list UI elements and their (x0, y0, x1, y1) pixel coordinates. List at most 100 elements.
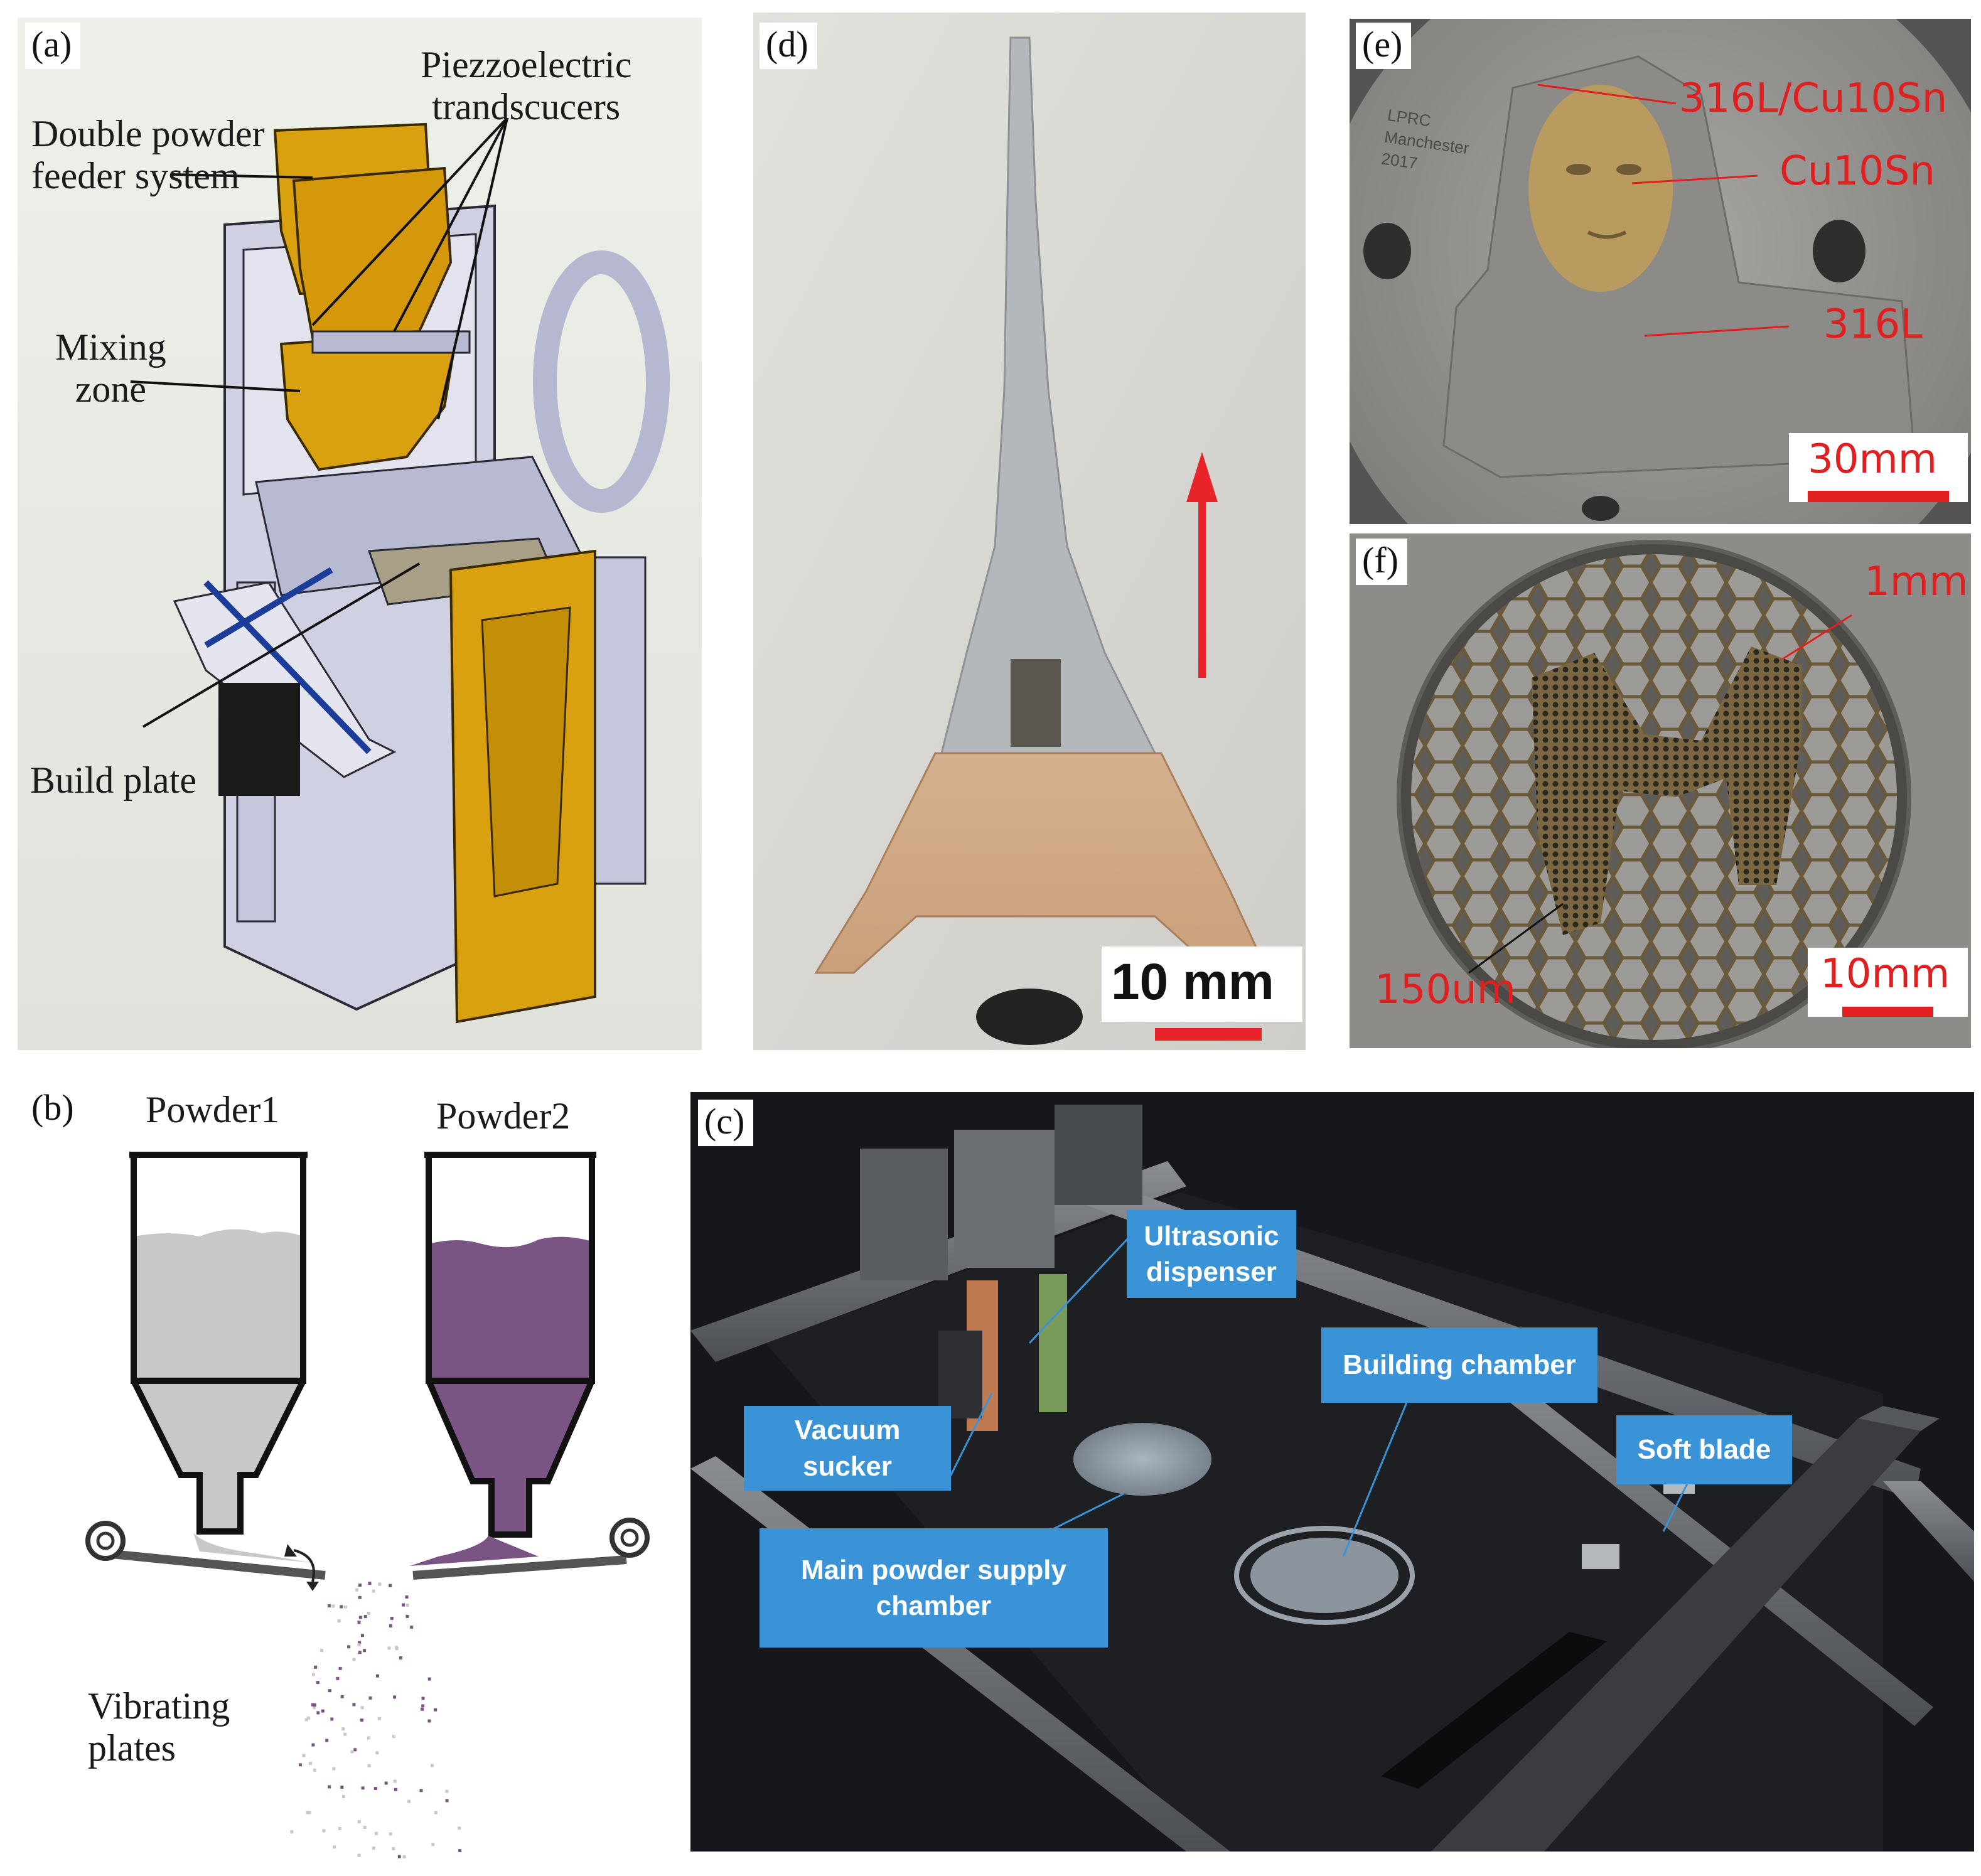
build-plate-label: Build plate (30, 759, 196, 801)
powder-particle (405, 1595, 409, 1599)
powder-particle (421, 1696, 425, 1700)
panel-b-tag: (b) (25, 1086, 83, 1132)
label-150um: 150um (1375, 967, 1517, 1013)
piezo-label: Piezzoelectric trandscucers (421, 44, 632, 128)
panel-e (1350, 19, 1971, 524)
powder-particle (399, 1656, 402, 1659)
powder-particle (389, 1624, 392, 1627)
powder-particle (325, 1739, 329, 1742)
powder-particle (306, 1716, 310, 1720)
label-1mm: 1mm (1864, 559, 1968, 605)
powder-particle (402, 1855, 406, 1858)
panel-e-scale-box (1789, 433, 1968, 502)
powder-particle (313, 1703, 316, 1707)
powder-particle (338, 1666, 342, 1670)
vibrating-plates-label: Vibrating plates (88, 1685, 230, 1769)
powder-particle (384, 1781, 388, 1785)
powder-particle (445, 1789, 449, 1793)
powder-particle (320, 1649, 323, 1653)
powder-particle (328, 1785, 331, 1789)
mixing-zone-label: Mixing zone (55, 326, 166, 410)
powder-particle (332, 1767, 336, 1771)
powder-particle (357, 1621, 361, 1624)
powder-particle (367, 1612, 370, 1615)
powder-particle (353, 1748, 357, 1752)
powder-particle (298, 1763, 302, 1767)
powder-particle (431, 1843, 435, 1847)
panel-f-scale-bar (1842, 1007, 1933, 1017)
panel-e-scale-bar (1808, 491, 1949, 502)
powder2-label: Powder2 (436, 1095, 571, 1137)
powder-particle (314, 1665, 318, 1669)
powder-particle (357, 1820, 361, 1824)
powder-particle (311, 1673, 315, 1676)
powder-particle (367, 1764, 371, 1767)
panel-a (18, 18, 702, 1050)
printed-tower-photo (753, 13, 1306, 1050)
panel-d-scale-label: 10 mm (1111, 953, 1274, 1010)
powder-particle (352, 1658, 356, 1661)
powder-particle (419, 1789, 423, 1793)
powder1-label: Powder1 (146, 1089, 280, 1130)
panel-d-scale-bar (1155, 1028, 1262, 1041)
powder-particle (358, 1651, 362, 1654)
powder-particle (304, 1718, 308, 1722)
vacuum-sucker-label: Vacuum sucker (744, 1406, 951, 1491)
powder-particle (311, 1703, 314, 1707)
powder-particle (290, 1830, 294, 1834)
powder-particle (393, 1779, 397, 1783)
building-chamber (1234, 1526, 1415, 1625)
powder-particle (395, 1646, 399, 1649)
panel-f-scale-label: 10mm (1820, 951, 1950, 997)
label-cu10sn: Cu10Sn (1780, 148, 1935, 195)
powder-particle (368, 1696, 372, 1700)
panel-c-tag: (c) (698, 1100, 754, 1146)
label-316l: 316L (1823, 301, 1923, 348)
powder-particle (337, 1619, 341, 1623)
powder-particle (358, 1616, 362, 1619)
powder-particle (306, 1811, 309, 1814)
lattice-disc-photo (1350, 533, 1971, 1048)
powder-particle (343, 1732, 347, 1736)
powder-particle (355, 1588, 358, 1592)
hopper-powder2 (410, 1152, 596, 1566)
main-powder-supply-chamber (1073, 1423, 1211, 1496)
panel-e-scale-label: 30mm (1808, 436, 1938, 483)
powder-particle (338, 1826, 341, 1830)
powder-particle (372, 1589, 375, 1593)
powder-particle (360, 1718, 363, 1722)
powder-particle (393, 1695, 397, 1699)
powder-particle (375, 1831, 378, 1835)
powder-particle (434, 1811, 438, 1814)
soft-blade-label: Soft blade (1616, 1415, 1792, 1484)
powder-particle (402, 1603, 405, 1607)
powder-particle (313, 1706, 316, 1710)
powder-particle (368, 1582, 372, 1585)
powder-particle (375, 1674, 379, 1678)
powder-particle (358, 1595, 362, 1599)
powder-particle (340, 1605, 343, 1609)
powder-particle (328, 1689, 331, 1693)
powder-particle (331, 1604, 335, 1608)
powder-particle (341, 1727, 345, 1731)
powder-particle (421, 1707, 424, 1711)
double-feeder-label: Double powder feeder system (31, 113, 265, 197)
powder-particle (363, 1649, 367, 1653)
powder-particle (389, 1832, 392, 1836)
building-chamber-label: Building chamber (1321, 1327, 1597, 1403)
powder-particle (321, 1709, 325, 1713)
powder-particle (410, 1626, 414, 1629)
panel-f-tag: (f) (1356, 539, 1407, 585)
powder-particle (352, 1703, 356, 1707)
powder-particle (311, 1743, 315, 1747)
powder-particle (322, 1829, 326, 1833)
powder-particle (327, 1604, 331, 1607)
powder-particle (316, 1711, 320, 1715)
powder-particle (363, 1826, 367, 1829)
powder-particle (308, 1811, 311, 1814)
panel-f-scale-box (1808, 948, 1968, 1017)
powder-particle (333, 1845, 336, 1849)
panel-f (1350, 533, 1971, 1048)
powder-particle (421, 1704, 425, 1708)
powder-particle (361, 1786, 365, 1790)
